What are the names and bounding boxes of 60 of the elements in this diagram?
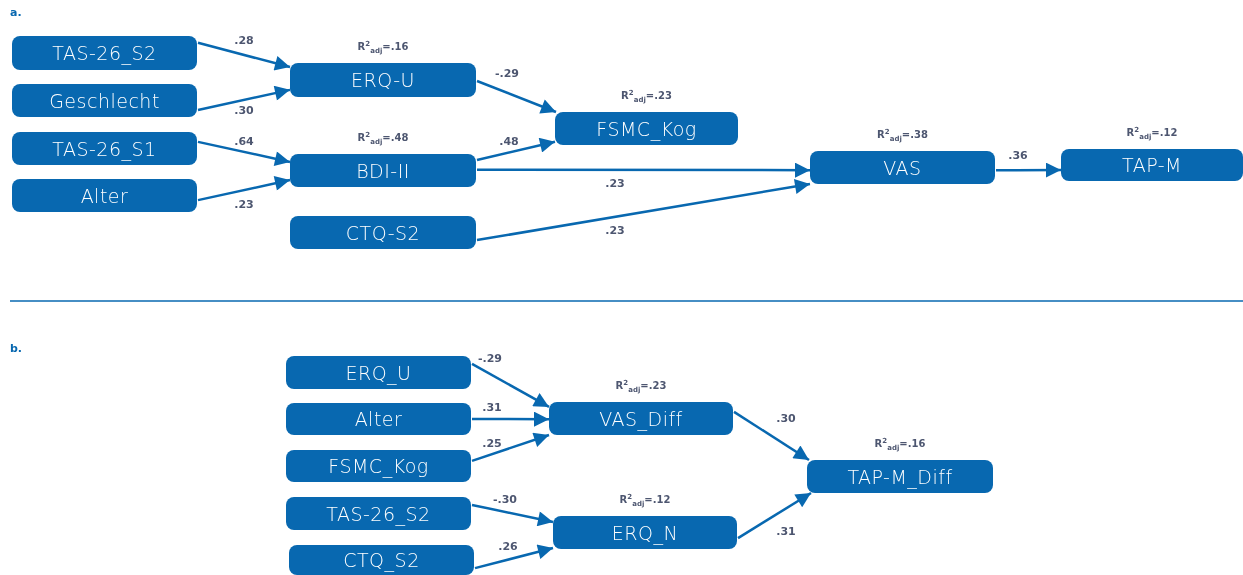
variable-box: FSMC_Kog	[555, 112, 738, 145]
variable-box: Geschlecht	[12, 84, 197, 117]
r-squared-label: R$^{2}$$_{adj}$=.23	[614, 380, 668, 395]
variable-box: Alter	[286, 403, 471, 435]
edge-label: .26	[498, 540, 518, 552]
r-squared-label: R$^{2}$$_{adj}$=.12	[1125, 127, 1179, 142]
edge-label: .30	[776, 412, 796, 424]
arrow	[474, 544, 554, 570]
edge-label: .25	[482, 437, 502, 449]
arrow	[197, 41, 291, 71]
edge-label: -.29	[494, 67, 520, 79]
variable-box: ERQ_U	[286, 356, 471, 389]
variable-box: VAS	[810, 151, 995, 184]
r-squared-label: R$^{2}$$_{adj}$=.23	[620, 90, 673, 105]
arrow	[996, 162, 1061, 178]
r-squared-label: R$^{2}$$_{adj}$=.38	[876, 129, 929, 144]
arrow	[733, 410, 810, 462]
edge-label: .48	[499, 135, 519, 147]
panel-label: b.	[10, 342, 23, 355]
edge-label: .30	[234, 104, 254, 116]
arrow	[471, 432, 550, 463]
r-squared-label: R$^{2}$$_{adj}$=.12	[618, 494, 672, 509]
arrow	[737, 491, 812, 540]
arrow	[476, 137, 556, 162]
edge-label: .64	[234, 135, 254, 147]
arrow	[197, 85, 291, 112]
variable-box: TAS-26_S1	[12, 132, 197, 165]
arrow	[471, 362, 550, 409]
edge-label: .36	[1008, 149, 1028, 161]
edge-label: .28	[234, 34, 254, 46]
variable-box: TAP-M_Diff	[807, 460, 993, 493]
variable-box: TAS-26_S2	[286, 497, 471, 530]
arrow	[197, 175, 291, 202]
variable-box: BDI-II	[290, 154, 476, 187]
edge-label: .31	[482, 401, 502, 413]
panel-label: a.	[10, 6, 22, 19]
edge-label: .23	[234, 198, 254, 210]
r-squared-label: R$^{2}$$_{adj}$=.48	[356, 132, 410, 147]
r-squared-label: R$^{2}$$_{adj}$=.16	[873, 438, 927, 453]
arrow	[472, 411, 549, 427]
variable-box: ERQ_N	[553, 516, 737, 549]
arrow	[476, 79, 557, 114]
variable-box: CTQ-S2	[290, 216, 476, 249]
variable-box: ERQ-U	[290, 63, 476, 97]
variable-box: VAS_Diff	[549, 402, 733, 435]
variable-box: FSMC_Kog	[286, 450, 471, 482]
arrow	[471, 503, 554, 527]
arrow	[197, 140, 291, 167]
edge-label: -.30	[492, 493, 518, 505]
edge-label: -.29	[477, 352, 503, 364]
variable-box: Alter	[12, 179, 197, 212]
r-squared-label: R$^{2}$$_{adj}$=.16	[356, 41, 410, 56]
edge-label: .23	[605, 177, 625, 189]
arrow	[477, 162, 810, 178]
edge-label: .23	[605, 224, 625, 236]
variable-box: CTQ_S2	[289, 545, 474, 575]
variable-box: TAP-M	[1061, 149, 1243, 181]
variable-box: TAS-26_S2	[12, 36, 197, 70]
edge-label: .31	[776, 525, 796, 537]
arrow	[476, 179, 811, 242]
